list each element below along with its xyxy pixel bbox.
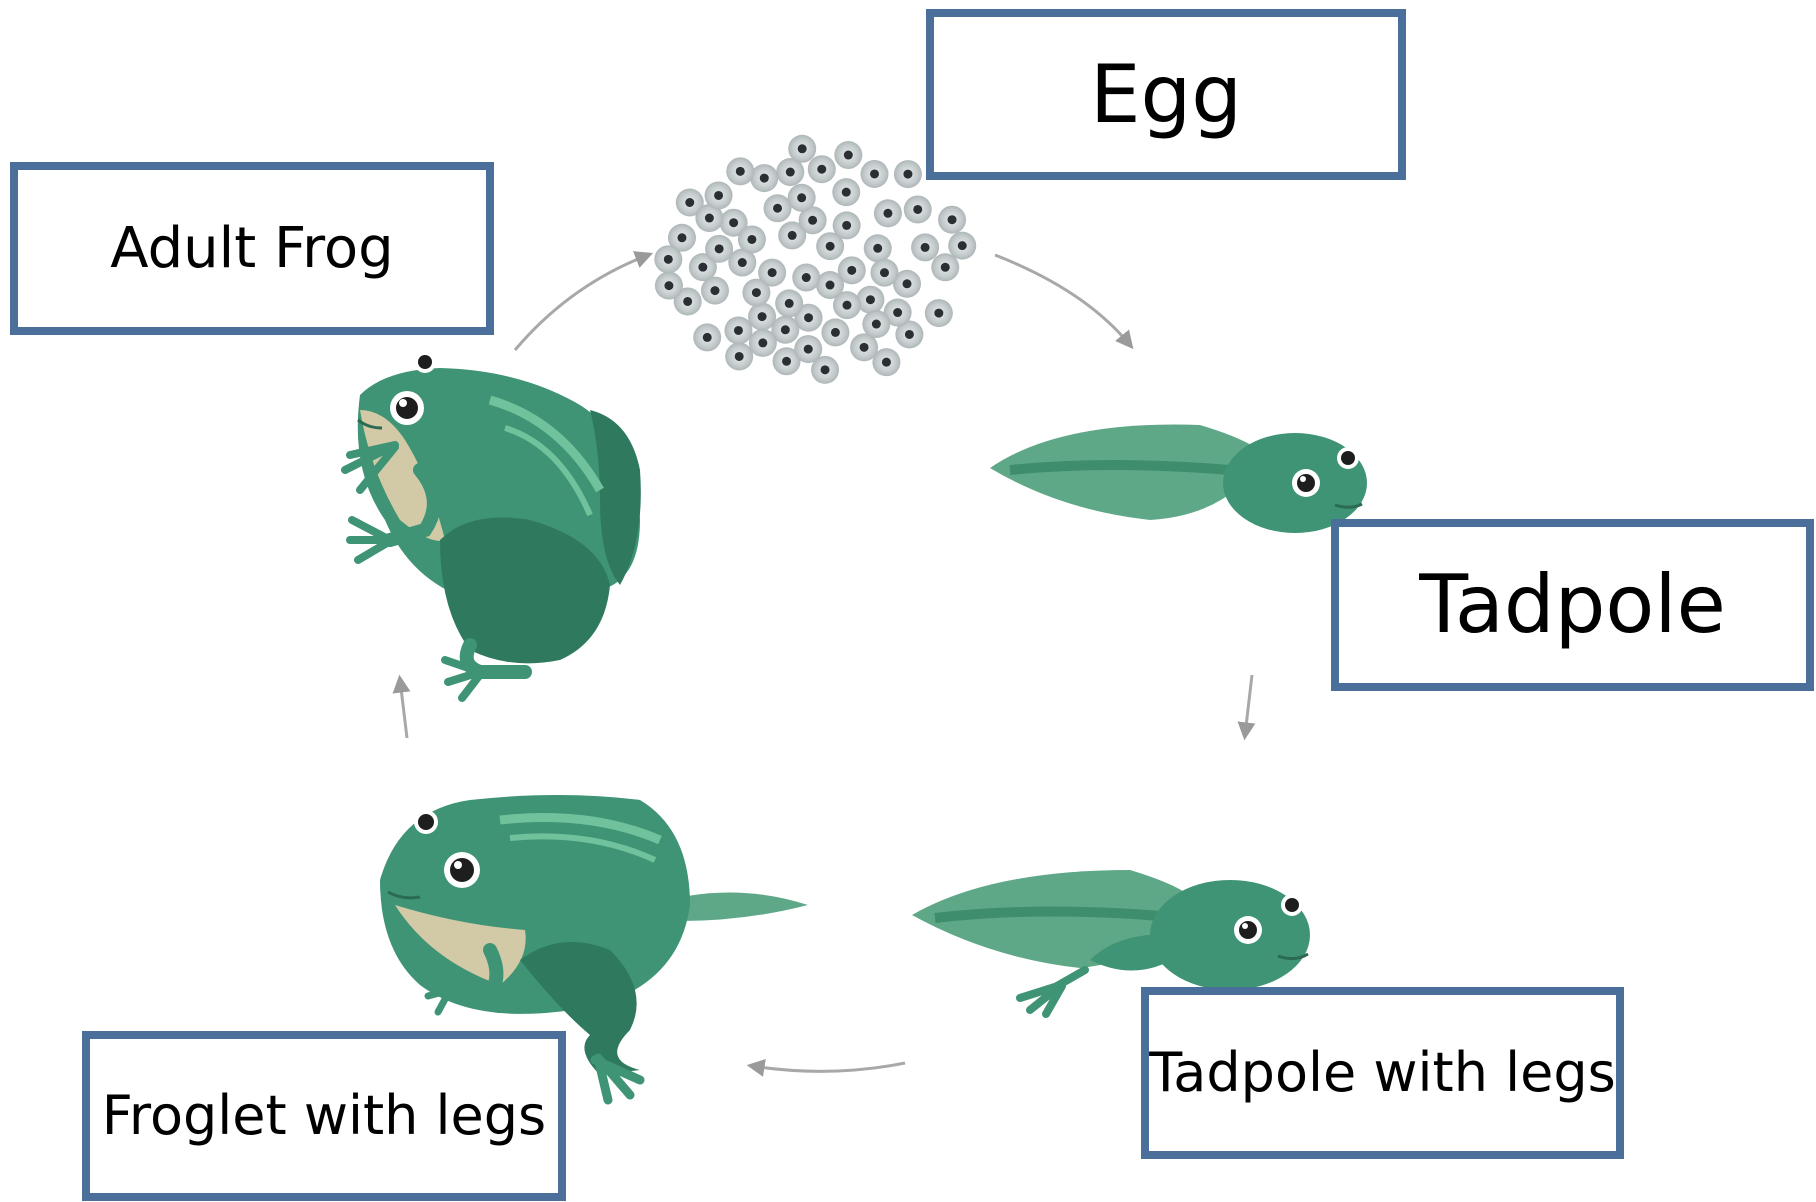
- egg-embryo: [831, 328, 840, 337]
- tadpole-label: Tadpole: [1419, 557, 1726, 653]
- arrow-froglet-to-adult: [400, 680, 407, 738]
- egg-embryo: [882, 358, 891, 367]
- egg-embryo: [788, 231, 797, 240]
- froglet-label-box: Froglet with legs: [82, 1031, 566, 1201]
- egg-embryo: [781, 325, 790, 334]
- egg-embryo: [758, 312, 767, 321]
- egg-embryo: [752, 288, 761, 297]
- egg-embryo: [905, 330, 914, 339]
- egg-embryo: [729, 218, 738, 227]
- egg-label-box: Egg: [926, 9, 1406, 180]
- egg-embryo: [677, 233, 686, 242]
- egg-embryo: [842, 188, 851, 197]
- egg-embryo: [870, 169, 879, 178]
- egg-embryo: [804, 313, 813, 322]
- egg-embryo: [703, 333, 712, 342]
- egg-embryo: [710, 286, 719, 295]
- egg-embryo: [958, 241, 967, 250]
- egg-embryo: [948, 215, 957, 224]
- egg-embryo: [734, 326, 743, 335]
- egg-embryo: [782, 357, 791, 366]
- tadpole-with-legs-label-box: Tadpole with legs: [1141, 987, 1624, 1159]
- egg-embryo: [880, 268, 889, 277]
- egg-embryo: [798, 144, 807, 153]
- egg-embryo: [893, 308, 902, 317]
- adult-frog-illustration: [345, 351, 641, 698]
- egg-embryo: [883, 209, 892, 218]
- egg-embryo: [736, 167, 745, 176]
- adult-frog-label-box: Adult Frog: [10, 162, 494, 335]
- egg-embryo: [903, 279, 912, 288]
- arrow-tadpole-legs-to-froglet: [752, 1063, 905, 1071]
- egg-embryo: [847, 266, 856, 275]
- egg-embryo: [842, 301, 851, 310]
- egg-embryo: [873, 244, 882, 253]
- egg-embryo: [760, 174, 769, 183]
- egg-embryo: [866, 295, 875, 304]
- egg-embryo: [664, 281, 673, 290]
- egg-embryo: [735, 352, 744, 361]
- egg-embryo: [941, 263, 950, 272]
- egg-embryo: [698, 263, 707, 272]
- egg-embryo: [903, 170, 912, 179]
- egg-embryo: [785, 299, 794, 308]
- egg-embryo: [773, 204, 782, 213]
- egg-embryo: [821, 365, 830, 374]
- egg-embryo: [738, 258, 747, 267]
- egg-embryo: [913, 205, 922, 214]
- tadpole-label-box: Tadpole: [1331, 519, 1814, 691]
- egg-embryo: [817, 165, 826, 174]
- egg-embryo: [808, 216, 817, 225]
- egg-embryo: [844, 151, 853, 160]
- egg-embryo: [842, 221, 851, 230]
- adult-frog-label: Adult Frog: [110, 215, 393, 282]
- egg-embryo: [747, 235, 756, 244]
- egg-embryo: [826, 242, 835, 251]
- arrow-egg-to-tadpole: [995, 255, 1130, 345]
- egg-embryo: [705, 214, 714, 223]
- egg-embryo: [786, 168, 795, 177]
- egg-embryo: [797, 193, 806, 202]
- egg-embryo: [715, 244, 724, 253]
- egg-embryo: [872, 320, 881, 329]
- tadpole-with-legs-label: Tadpole with legs: [1149, 1037, 1616, 1110]
- egg-embryo: [826, 281, 835, 290]
- arrow-adult-to-egg: [515, 255, 648, 350]
- egg-embryo: [685, 198, 694, 207]
- egg-embryo: [758, 338, 767, 347]
- egg-embryo: [804, 345, 813, 354]
- egg-embryo: [768, 268, 777, 277]
- egg-embryo: [921, 243, 930, 252]
- egg-embryo: [934, 309, 943, 318]
- egg-embryo: [664, 255, 673, 264]
- froglet-label: Froglet with legs: [102, 1080, 546, 1153]
- egg-label: Egg: [1090, 47, 1242, 143]
- egg-embryo: [802, 273, 811, 282]
- tadpole-illustration: [990, 425, 1367, 533]
- egg-embryo: [714, 191, 723, 200]
- egg-embryo: [683, 297, 692, 306]
- arrow-tadpole-to-tadpole-legs: [1245, 675, 1252, 735]
- egg-embryo: [860, 343, 869, 352]
